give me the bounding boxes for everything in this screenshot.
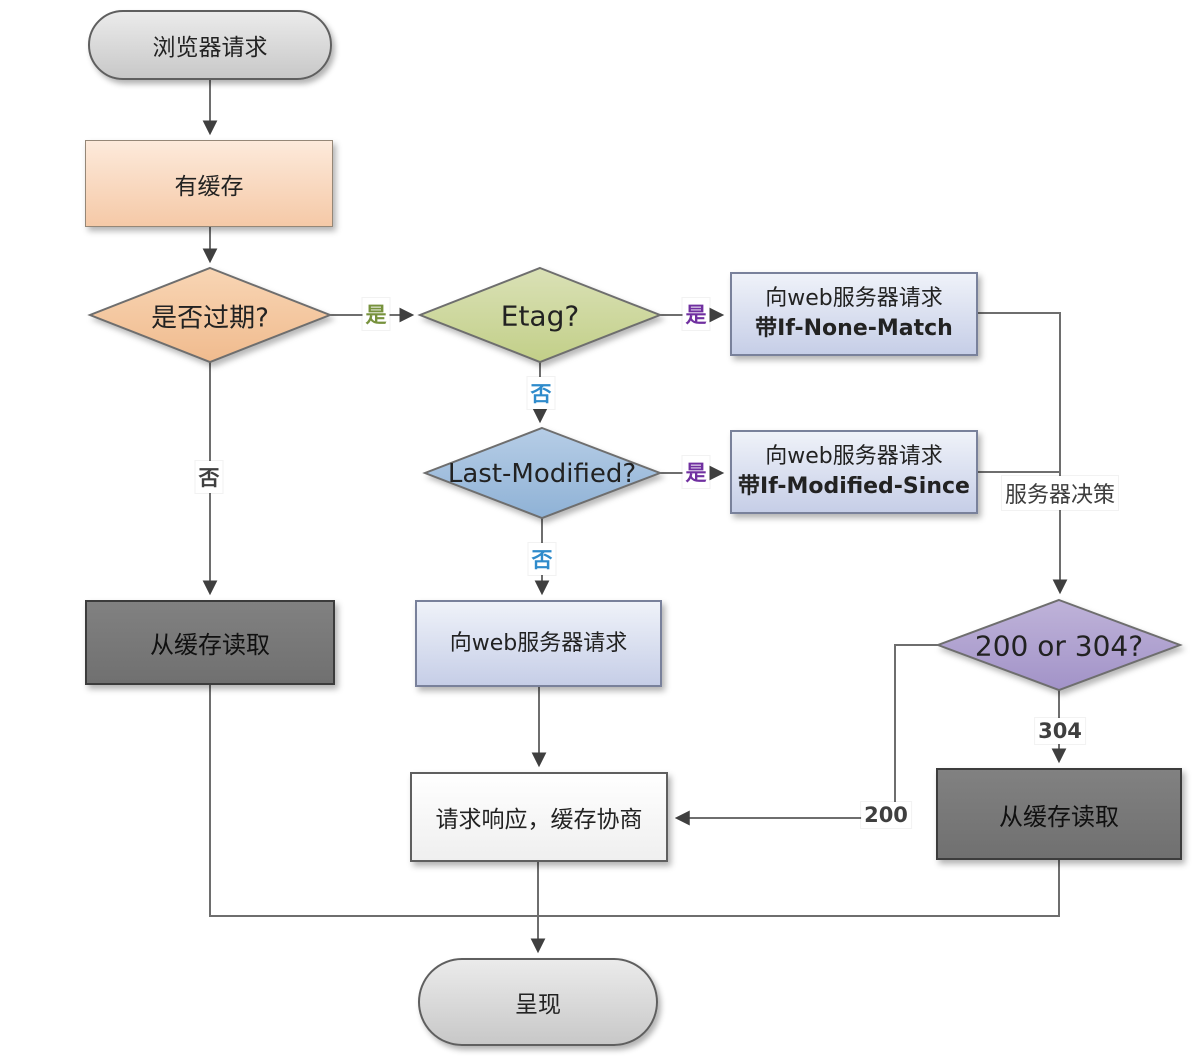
request-if-modified-since-node: 向web服务器请求 带If-Modified-Since	[730, 430, 978, 514]
read-cache-right-label: 从缓存读取	[999, 802, 1119, 831]
start-node: 浏览器请求	[88, 10, 332, 80]
read-cache-right-node: 从缓存读取	[936, 768, 1182, 860]
request-if-modified-since-line1: 向web服务器请求	[765, 444, 943, 470]
status-decision-label: 200 or 304?	[974, 629, 1144, 663]
request-if-none-match-line1: 向web服务器请求	[765, 286, 943, 312]
render-node-label: 呈现	[515, 992, 561, 1018]
edge-label-last-modified-no: 否	[528, 543, 556, 575]
edge-label-expired-yes: 是	[362, 298, 390, 330]
has-cache-node: 有缓存	[85, 140, 333, 227]
has-cache-node-label: 有缓存	[174, 173, 244, 200]
expired-diamond-shape	[87, 266, 333, 364]
request-web-server-node: 向web服务器请求	[415, 600, 662, 687]
request-web-server-label: 向web服务器请求	[449, 630, 628, 656]
etag-decision-label: Etag?	[500, 299, 580, 333]
last-modified-diamond-shape	[422, 426, 663, 520]
start-node-label: 浏览器请求	[152, 35, 268, 61]
request-if-modified-since-line2: 带If-Modified-Since	[738, 474, 970, 499]
edge-label-server-decision: 服务器决策	[1001, 476, 1119, 510]
response-negotiation-node: 请求响应，缓存协商	[410, 772, 668, 862]
edge-label-expired-no: 否	[195, 461, 223, 493]
edge-label-304: 304	[1035, 718, 1085, 744]
read-cache-left-label: 从缓存读取	[150, 631, 270, 659]
edge-label-etag-yes: 是	[682, 298, 710, 330]
render-node: 呈现	[418, 958, 658, 1046]
expired-decision-label: 是否过期?	[151, 303, 269, 334]
request-if-none-match-line2: 带If-None-Match	[755, 316, 953, 341]
status-diamond-shape	[935, 598, 1183, 692]
response-negotiation-label: 请求响应，缓存协商	[435, 807, 643, 833]
etag-diamond-shape	[417, 266, 663, 364]
request-if-none-match-node: 向web服务器请求 带If-None-Match	[730, 272, 978, 356]
edge-label-200: 200	[861, 802, 911, 828]
edge-label-last-modified-yes: 是	[682, 456, 710, 488]
read-cache-left-node: 从缓存读取	[85, 600, 335, 685]
edge-label-etag-no: 否	[527, 377, 555, 409]
last-modified-decision-label: Last-Modified?	[447, 459, 637, 489]
